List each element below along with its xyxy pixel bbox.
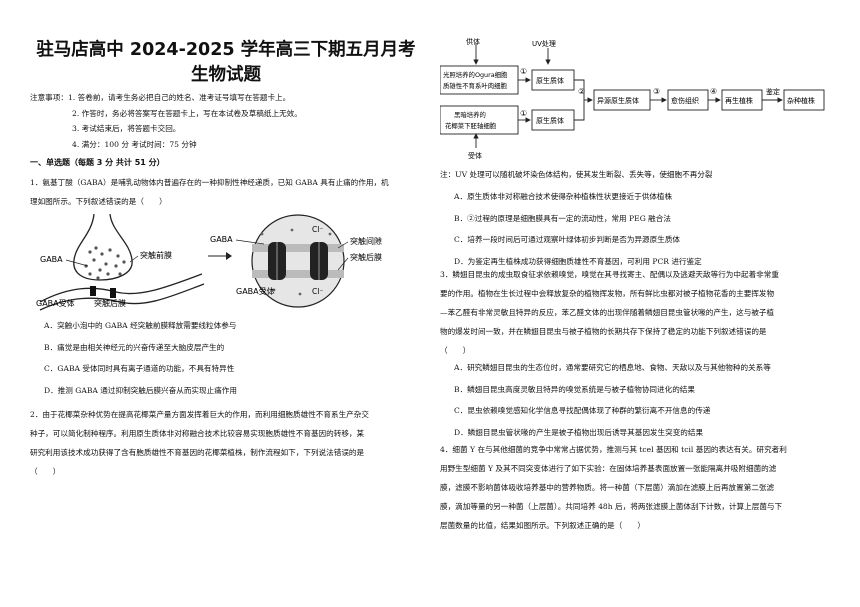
q3-options: A．研究鳞翅目昆虫的生态位时，通常要研究它的栖息地、食物、天敌以及与其他物种的关…	[440, 357, 771, 443]
q2-options: A．原生质体非对称融合技术使得杂种植株性状更接近于供体植株 B．②过程的原理是细…	[440, 186, 702, 272]
q1-option: A．突触小泡中的 GABA 经突触前膜释放需要线粒体参与	[44, 321, 237, 330]
q2-stem-line: 研究利用该技术成功获得了含有胞质雄性不育基因的花椰菜植株，制作流程如下，下列说法…	[30, 448, 365, 457]
q4-stem-line: 4．细菌 Y 在与其他细菌的竞争中常常占据优势，推测与其 tcel 基因和 tc…	[440, 445, 787, 454]
q3-stem-line: （ ）	[440, 346, 471, 355]
synapse-zoom	[251, 214, 345, 308]
flow-step-4: ④	[710, 87, 717, 96]
flow-regen: 再生植株	[725, 96, 753, 105]
q3-stem-line: 要的作用。植物在生长过程中会释放复杂的植物挥发物，所有鲜比虫都对被子植物花香的主…	[440, 289, 775, 298]
q1-stem: 1．氨基丁酸（GABA）是哺乳动物体内普遍存在的一种抑制性神经递质，已知 GAB…	[30, 173, 422, 211]
exam-subject: 生物试题	[191, 65, 261, 85]
flow-box-bottom-line1: 黑暗培养的	[454, 110, 486, 119]
q1-stem-line: 理如图所示。下列叙述错误的是（ ）	[30, 197, 167, 206]
synapse-figure: GABA 突触前膜 GABA受体 突触后膜 GABA Cl⁻ 突触间隙 突触后膜…	[36, 214, 382, 311]
q4-stem: 4．细菌 Y 在与其他细菌的竞争中常常占据优势，推测与其 tcel 基因和 tc…	[440, 440, 840, 535]
label-gaba-left: GABA	[40, 255, 63, 264]
label-gaba-right: GABA	[210, 235, 233, 244]
q2-stem-line: 种子，可以简化制种程序。利用原生质体非对称融合技术比较容易实现胞质雄性不育基因的…	[30, 429, 365, 438]
postsynaptic-membrane	[39, 273, 205, 311]
flow-hybrid: 杂种植株	[787, 96, 815, 105]
flow-hetero: 异源原生质体	[597, 96, 639, 105]
q3-stem-line: —苯乙醛有非常灵敏且特异的反应，苯乙醛文体的出现伴随着鳞翅目昆虫管状喙的产生，这…	[440, 308, 775, 317]
q2-option: B．②过程的原理是细胞膜具有一定的流动性，常用 PEG 融合法	[454, 213, 671, 223]
q2-note: 注：UV 处理可以随机破坏染色体结构，使其发生断裂、丢失等，使细胞不再分裂	[440, 170, 713, 179]
label-presynaptic: 突触前膜	[140, 250, 172, 260]
q2-stem: 2．由于花椰菜杂种优势在提高花椰菜产量方面发挥着巨大的作用，而利用细胞质雄性不育…	[30, 405, 422, 481]
flow-donor: 供体	[466, 37, 480, 46]
q3-option: D．鳞翅目昆虫管状喙的产生是被子植物出现后诱导其基因发生突变的结果	[454, 427, 704, 437]
flow-step-2: ②	[578, 87, 585, 96]
label-postsynaptic-left: 突触后膜	[94, 298, 126, 308]
exam-title: 驻马店高中 2024-2025 学年高三下期五月月考	[36, 40, 416, 60]
q1-stem-line: 1．氨基丁酸（GABA）是哺乳动物体内普遍存在的一种抑制性神经递质，已知 GAB…	[30, 178, 389, 187]
flow-box-top-line2: 质雄性不育系叶肉细胞	[443, 81, 508, 90]
q2-option: A．原生质体非对称融合技术使得杂种植株性状更接近于供体植株	[454, 192, 673, 201]
q4-stem-line: 用野生型细菌 Y 及其不同突变体进行了如下实验：在固体培养基表面放置一张能隔离并…	[440, 464, 777, 473]
flow-recipient: 受体	[468, 151, 482, 160]
flow-step-1: ①	[520, 67, 527, 76]
flow-protoplast-bottom: 原生质体	[536, 116, 564, 125]
q3-stem: 3．鳞翅目昆虫的成虫取食征求依赖嗅觉，嗅觉在其寻找寄主、配偶以及逃避天敌等行为中…	[440, 265, 840, 360]
label-postsynaptic-right: 突触后膜	[350, 252, 382, 262]
protoplast-flowchart: 供体 UV处理 光照培养的Ogura细胞 质雄性不育系叶肉细胞 黑暗培养的 花椰…	[440, 37, 825, 160]
q1-option: C．GABA 受体同时具有离子通道的功能，不具有特异性	[44, 364, 235, 374]
flow-callus: 愈伤组织	[671, 96, 699, 105]
q1-option: B．痛觉是由相关神经元的兴奋传递至大脑皮层产生的	[44, 342, 225, 352]
notes-item: 2. 作答时，务必将答案写在答题卡上，写在本试卷及草稿纸上无效。	[72, 108, 302, 118]
q3-stem-line: 3．鳞翅目昆虫的成虫取食征求依赖嗅觉，嗅觉在其寻找寄主、配偶以及逃避天敌等行为中…	[440, 270, 779, 279]
q4-stem-line: 膜，滴加等量的另一种菌（上层菌）。共同培养 48h 后，将两张滤膜上菌体刮下计数…	[440, 502, 783, 511]
flow-step-3: ③	[653, 87, 660, 96]
flow-box-top-line1: 光照培养的Ogura细胞	[443, 70, 508, 79]
label-cleft: 突触间隙	[350, 236, 382, 246]
q2-option: C．培养一段时间后可通过观察叶绿体初步判断是否为异源原生质体	[454, 235, 681, 245]
q3-option: C．昆虫依赖嗅觉感知化学信息寻找配偶体现了种群的繁衍离不开信息的传递	[454, 406, 711, 416]
notes-item: 4. 满分：100 分 考试时间：75 分钟	[72, 139, 197, 149]
flow-box-bottom-line2: 花椰菜下胚轴细胞	[445, 121, 497, 130]
notes-block: 注意事项：1. 答卷前，请考生务必把自己的姓名、准考证号填写在答题卡上。 2. …	[30, 90, 302, 152]
q2-stem-line: 2．由于花椰菜杂种优势在提高花椰菜产量方面发挥着巨大的作用，而利用细胞质雄性不育…	[30, 410, 369, 419]
flow-step-1: ①	[520, 109, 527, 118]
q3-option: A．研究鳞翅目昆虫的生态位时，通常要研究它的栖息地、食物、天敌以及与其他物种的关…	[454, 363, 771, 372]
flow-identify: 鉴定	[766, 87, 780, 96]
q3-option: B．鳞翅目昆虫高度灵敏且特异的嗅觉系统是与被子植物协同进化的结果	[454, 384, 695, 394]
flow-uv: UV处理	[532, 39, 556, 48]
notes-item: 3. 考试结束后，将答题卡交回。	[72, 124, 181, 134]
label-gaba-receptor-right: GABA受体	[236, 286, 275, 296]
q2-stem-line: （ ）	[30, 467, 61, 476]
label-cl-top: Cl⁻	[312, 225, 323, 234]
notes-item: 1. 答卷前，请考生务必把自己的姓名、准考证号填写在答题卡上。	[67, 93, 291, 102]
q4-stem-line: 膜，滤膜不影响菌体吸收培养基中的营养物质。将一种菌（下层菌）滴加在滤膜上后再放置…	[440, 483, 775, 492]
q1-option: D．推测 GABA 通过抑制突触后膜兴奋从而实现止痛作用	[44, 385, 237, 395]
notes-label: 注意事项：	[30, 93, 68, 102]
q4-stem-line: 层菌数量的比值，结果如图所示。下列叙述正确的是（ ）	[440, 521, 646, 530]
label-cl-bottom: Cl⁻	[312, 287, 323, 296]
section-heading: 一、单选题（每题 3 分 共计 51 分）	[30, 158, 165, 167]
label-gaba-receptor-left: GABA受体	[36, 298, 75, 308]
q2-option: D．为鉴定再生植株成功获得细胞质雄性不育基因，可利用 PCR 进行鉴定	[454, 256, 702, 266]
q1-options: A．突触小泡中的 GABA 经突触前膜释放需要线粒体参与 B．痛觉是由相关神经元…	[30, 315, 237, 401]
q3-stem-line: 物的爆发时间一致，并在鳞翅目昆虫与被子植物的长期共存下保持了稳定的功能下列叙述错…	[440, 327, 767, 336]
flow-protoplast-top: 原生质体	[536, 76, 564, 85]
presynaptic-terminal	[73, 214, 133, 281]
